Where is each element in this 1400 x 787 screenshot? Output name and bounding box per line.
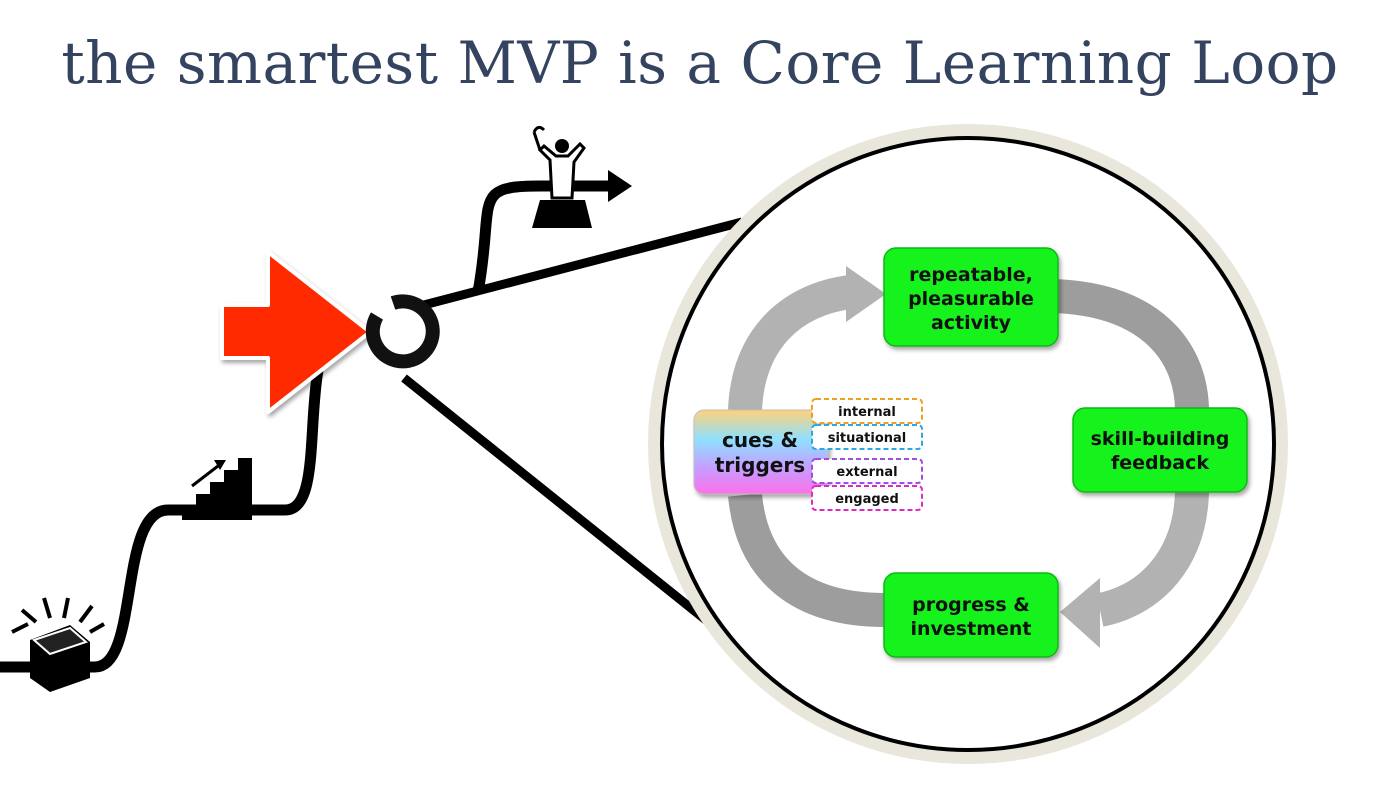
magnifier-lines xyxy=(401,217,744,629)
ring-icon xyxy=(365,294,440,369)
tag-situational-label: situational xyxy=(828,431,907,446)
progress-label-1: progress & xyxy=(912,594,1030,616)
activity-box: repeatable, pleasurable activity xyxy=(883,247,1059,347)
progress-label-2: investment xyxy=(911,618,1032,640)
loop-arrowheads xyxy=(846,266,1100,648)
tag-external: external xyxy=(811,458,923,484)
cues-label-2: triggers xyxy=(715,453,805,477)
tag-engaged-label: engaged xyxy=(835,492,899,507)
journey-path xyxy=(0,170,632,673)
start-arrow-icon xyxy=(220,250,372,414)
stairs-icon xyxy=(182,458,252,520)
gift-box-icon xyxy=(11,597,105,692)
feedback-box: skill-building feedback xyxy=(1072,407,1248,493)
activity-label-3: activity xyxy=(931,312,1012,334)
tag-situational: situational xyxy=(811,424,923,450)
feedback-label-1: skill-building xyxy=(1091,428,1230,450)
trigger-tags: internal situational external engaged xyxy=(811,398,923,511)
path-arrowhead-icon xyxy=(608,170,632,202)
activity-label-2: pleasurable xyxy=(908,288,1034,310)
victory-figure-icon xyxy=(532,125,592,228)
tag-internal: internal xyxy=(811,398,923,424)
tag-internal-label: internal xyxy=(838,405,896,420)
feedback-label-2: feedback xyxy=(1111,452,1209,474)
tag-engaged: engaged xyxy=(811,485,923,511)
page-title: the smartest MVP is a Core Learning Loop xyxy=(61,29,1339,97)
cues-label-1: cues & xyxy=(722,428,798,452)
loop-arrows xyxy=(728,275,1209,627)
progress-box: progress & investment xyxy=(883,572,1059,658)
activity-label-1: repeatable, xyxy=(909,264,1033,286)
cues-box: cues & triggers xyxy=(693,409,829,495)
tag-external-label: external xyxy=(836,465,897,480)
